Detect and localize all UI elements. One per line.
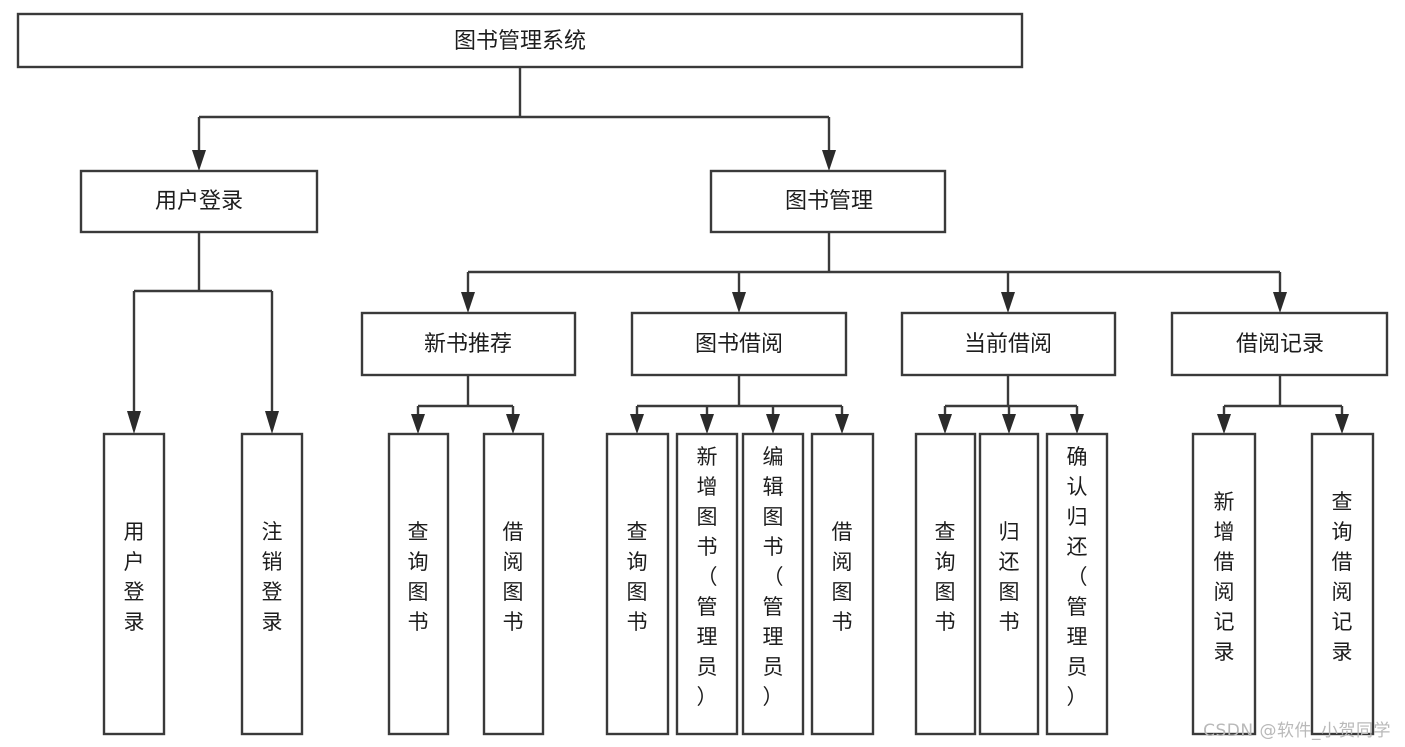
arrow-head-new-book-recommend	[461, 292, 475, 313]
arrow-head-leaf-add-book	[700, 414, 714, 434]
arrow-head-current-borrow	[1001, 292, 1015, 313]
node-leaf-add-record-label: 新增借阅记录	[1214, 490, 1235, 664]
node-leaf-user-login[interactable]: 用户登录	[102, 432, 166, 736]
arrow-head-borrow-record	[1273, 292, 1287, 313]
node-leaf-add-book-label: 新增图书（管理员）	[697, 445, 718, 709]
node-leaf-borrow-book-2[interactable]: 借阅图书	[810, 432, 875, 736]
node-leaf-borrow-book-1[interactable]: 借阅图书	[482, 432, 545, 736]
node-root[interactable]: 图书管理系统	[16, 12, 1024, 69]
node-leaf-logout-login-box[interactable]	[240, 432, 304, 736]
arrow-head-leaf-query-record	[1335, 414, 1349, 434]
node-book-management-label: 图书管理	[785, 189, 873, 214]
node-borrow-record-label: 借阅记录	[1236, 332, 1324, 357]
node-leaf-query-book-2[interactable]: 查询图书	[605, 432, 670, 736]
node-leaf-borrow-book-1-label: 借阅图书	[503, 520, 524, 634]
node-leaf-add-book-box[interactable]	[675, 432, 739, 736]
node-book-borrow[interactable]: 图书借阅	[630, 311, 848, 377]
arrow-head-leaf-user-login	[127, 411, 141, 434]
node-leaf-borrow-book-2-label: 借阅图书	[832, 520, 853, 634]
node-leaf-query-record-label: 查询借阅记录	[1332, 490, 1353, 664]
arrow-head-leaf-logout-login	[265, 411, 279, 434]
node-new-book-recommend-label: 新书推荐	[424, 332, 512, 357]
node-leaf-query-book-1-label: 查询图书	[408, 520, 429, 634]
node-leaf-query-book-1[interactable]: 查询图书	[387, 432, 450, 736]
arrow-head-leaf-query-book-2	[630, 414, 644, 434]
node-leaf-return-book-box[interactable]	[978, 432, 1040, 736]
node-leaf-return-book[interactable]: 归还图书	[978, 432, 1040, 736]
node-root-label: 图书管理系统	[454, 29, 586, 54]
arrow-head-leaf-query-book-3	[938, 414, 952, 434]
node-leaf-edit-book-box[interactable]	[741, 432, 805, 736]
node-book-management-box[interactable]	[709, 169, 947, 234]
node-leaf-add-record[interactable]: 新增借阅记录	[1191, 432, 1257, 736]
node-leaf-borrow-book-2-box[interactable]	[810, 432, 875, 736]
node-borrow-record-box[interactable]	[1170, 311, 1389, 377]
node-leaf-query-book-1-box[interactable]	[387, 432, 450, 736]
node-leaf-query-record-box[interactable]	[1310, 432, 1375, 736]
node-leaf-edit-book-label: 编辑图书（管理员）	[763, 445, 784, 709]
node-leaf-confirm-return-box[interactable]	[1045, 432, 1109, 736]
arrow-head-leaf-confirm-return	[1070, 414, 1084, 434]
node-book-borrow-box[interactable]	[630, 311, 848, 377]
node-current-borrow[interactable]: 当前借阅	[900, 311, 1117, 377]
node-current-borrow-box[interactable]	[900, 311, 1117, 377]
node-leaf-confirm-return[interactable]: 确认归还（管理员）	[1045, 432, 1109, 736]
node-book-management[interactable]: 图书管理	[709, 169, 947, 234]
node-leaf-borrow-book-1-box[interactable]	[482, 432, 545, 736]
node-leaf-add-record-box[interactable]	[1191, 432, 1257, 736]
node-book-borrow-label: 图书借阅	[695, 332, 783, 357]
arrow-head-book-management	[822, 150, 836, 171]
node-leaf-logout-login[interactable]: 注销登录	[240, 432, 304, 736]
edge-layer	[127, 67, 1349, 434]
node-leaf-user-login-box[interactable]	[102, 432, 166, 736]
arrow-head-leaf-return-book	[1002, 414, 1016, 434]
arrow-head-leaf-borrow-book-2	[835, 414, 849, 434]
node-leaf-return-book-label: 归还图书	[999, 520, 1020, 634]
node-leaf-query-book-2-box[interactable]	[605, 432, 670, 736]
arrow-head-leaf-edit-book	[766, 414, 780, 434]
node-leaf-query-book-3[interactable]: 查询图书	[914, 432, 977, 736]
node-new-book-recommend[interactable]: 新书推荐	[360, 311, 577, 377]
node-root-box[interactable]	[16, 12, 1024, 69]
node-user-login-label: 用户登录	[155, 189, 243, 214]
node-borrow-record[interactable]: 借阅记录	[1170, 311, 1389, 377]
node-user-login[interactable]: 用户登录	[79, 169, 319, 234]
node-leaf-query-book-3-box[interactable]	[914, 432, 977, 736]
node-new-book-recommend-box[interactable]	[360, 311, 577, 377]
node-leaf-logout-login-label: 注销登录	[262, 520, 283, 634]
node-leaf-confirm-return-label: 确认归还（管理员）	[1067, 445, 1088, 709]
node-leaf-query-record[interactable]: 查询借阅记录	[1310, 432, 1375, 736]
arrow-head-user-login	[192, 150, 206, 171]
csdn-watermark: CSDN @软件_小贺同学	[1203, 721, 1391, 741]
node-leaf-user-login-label: 用户登录	[124, 520, 145, 634]
node-leaf-add-book[interactable]: 新增图书（管理员）	[675, 432, 739, 736]
node-leaf-query-book-3-label: 查询图书	[935, 520, 956, 634]
node-current-borrow-label: 当前借阅	[964, 332, 1052, 357]
arrow-head-leaf-borrow-book-1	[506, 414, 520, 434]
arrow-head-book-borrow	[732, 292, 746, 313]
node-leaf-query-book-2-label: 查询图书	[627, 520, 648, 634]
node-leaf-edit-book[interactable]: 编辑图书（管理员）	[741, 432, 805, 736]
node-user-login-box[interactable]	[79, 169, 319, 234]
arrow-head-leaf-query-book-1	[411, 414, 425, 434]
arrow-head-leaf-add-record	[1217, 414, 1231, 434]
